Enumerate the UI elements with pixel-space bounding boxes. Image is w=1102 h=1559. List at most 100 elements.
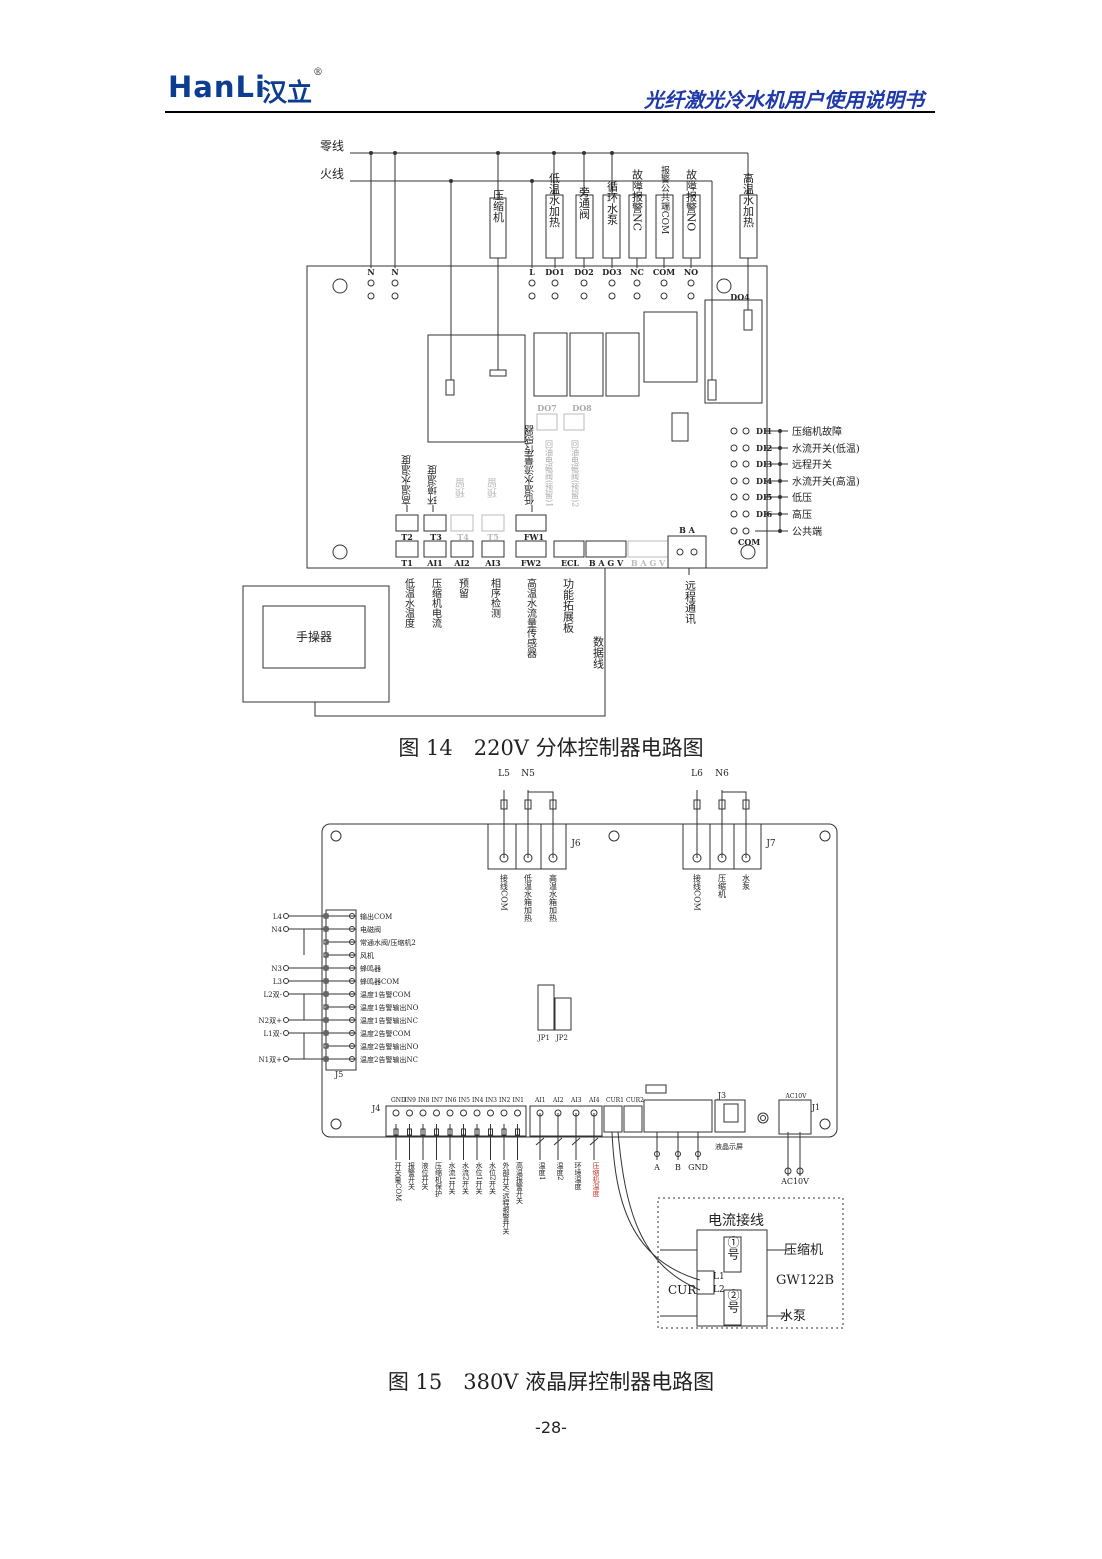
di6-terminal: DI6 [756, 509, 773, 519]
ai-pin [590, 1109, 598, 1117]
j5-supply-terminal [283, 1030, 289, 1036]
current-box-number-2: ②号 [726, 1289, 740, 1313]
j4-pin-marker [434, 1128, 439, 1136]
port-do7-note: 回油电磁阀(预留)1 [545, 440, 554, 507]
j4-pin-label: IN8 [418, 1097, 430, 1104]
j5-terminal [349, 939, 355, 945]
j7-label-com: 接线COM [693, 873, 702, 911]
di2-terminal: DI2 [756, 443, 772, 453]
remote-comm-label: 远程通讯 [684, 580, 697, 625]
ai-signal-label: 温度1 [538, 1161, 546, 1180]
l2-label: L2 [713, 1285, 725, 1295]
j5-supply-terminal [283, 991, 289, 997]
j5-terminal [349, 1030, 355, 1036]
comm-gnd: GND [688, 1163, 708, 1172]
j6-supply-n5: N5 [521, 769, 535, 779]
port-t1: T1 [401, 558, 413, 568]
registered-mark: ® [313, 67, 323, 78]
port-ecl: ECL [561, 558, 579, 568]
ac-label: AC10V [780, 1177, 809, 1186]
sensor-t1-label: 低温水温度 [403, 577, 415, 629]
j5-supply-label: L3 [273, 978, 282, 986]
sensor-fw2-label: 高温水流量传感器 [525, 577, 537, 659]
port-do7: DO7 [537, 403, 556, 413]
ai-signal-label: 环境温度 [574, 1162, 582, 1191]
j4-signal-label: 水流1开关 [448, 1161, 456, 1195]
j5-supply-label: N2双+ [259, 1017, 283, 1025]
di4-label: 水流开关(高温) [792, 475, 860, 488]
brand-logo: HanLi [168, 70, 266, 104]
j6-label-com: 接线COM [500, 873, 509, 911]
j4-pin [392, 1109, 400, 1117]
j4-signal-label: 水位1开关 [475, 1161, 483, 1195]
terminal-n2: N [391, 267, 398, 277]
j5-terminal [349, 913, 355, 919]
sensor-t4-label: 预留 [456, 477, 468, 498]
terminal-do2: DO2 [574, 267, 593, 277]
j5-output-label: 输出COM [360, 912, 392, 921]
di1-label: 压缩机故障 [792, 425, 842, 438]
j4-pin-marker [407, 1128, 412, 1136]
j4-pin-marker [461, 1128, 466, 1136]
j5-pin [323, 952, 329, 958]
j5-output-label: 蜂鸣器COM [360, 977, 399, 986]
j4-signal-label: 液位开关 [421, 1161, 429, 1191]
j5-output-label: 温度2告警COM [360, 1029, 411, 1038]
j4-pin-marker [474, 1128, 480, 1136]
j4-pin-label: GND [391, 1097, 406, 1104]
j4-signal-label: 报警开关 [408, 1161, 416, 1191]
cur2-label: CUR2 [626, 1097, 644, 1104]
j5-terminal [349, 1043, 355, 1049]
port-t3: T3 [430, 532, 442, 542]
ai-pin-label: AI1 [534, 1097, 546, 1104]
j4-pin-label: IN9 [405, 1097, 417, 1104]
port-t5: T5 [487, 532, 499, 542]
device-low-temp-heater: 低温水加热 [548, 172, 561, 228]
j5-terminal [349, 926, 355, 932]
j4-signal-label: 水位2开关 [489, 1161, 497, 1195]
j4-pin-label: IN2 [499, 1097, 511, 1104]
ai-pin-label: AI4 [588, 1097, 600, 1104]
device-circulation-pump: 循环水泵 [606, 181, 619, 225]
neutral-line-label: 零线 [320, 139, 344, 153]
j5-terminal [349, 1056, 355, 1062]
terminal-no: NO [684, 267, 698, 277]
comm-a: A [653, 1163, 660, 1172]
figure-15-caption: 图 15 380V 液晶屏控制器电路图 [387, 1370, 715, 1394]
terminal-do1: DO1 [545, 267, 564, 277]
sensor-t2-label: 高温水温度 [402, 454, 414, 506]
figure-14-caption: 图 14 220V 分体控制器电路图 [398, 736, 704, 760]
j3-label: 液晶示屏 [715, 1142, 743, 1151]
j4-pin-label: IN1 [513, 1097, 524, 1104]
j4-signal-label: 外部开关/远程报警开关 [502, 1161, 510, 1235]
comm-b: B [675, 1163, 681, 1172]
j4-signal-label: 水流2开关 [462, 1161, 470, 1195]
model-label: GW122B [776, 1273, 834, 1288]
j4-pin [433, 1109, 440, 1117]
port-t2: T2 [401, 532, 413, 542]
ai-pin [536, 1109, 544, 1117]
j4-pin [473, 1109, 481, 1117]
j5-name: J5 [334, 1070, 343, 1079]
j4-signal-label: 高温报警开关 [516, 1161, 524, 1205]
j4-pin-marker [447, 1128, 453, 1136]
device-fault-no: 故障报警NO [685, 167, 698, 231]
j6-label-low-heater: 低温水箱加热 [524, 873, 533, 923]
j5-output-label: 风机 [360, 951, 374, 960]
thermistor-symbol [571, 1137, 581, 1146]
j4-pin [406, 1109, 413, 1117]
ac-label-top: AC10V [785, 1093, 808, 1100]
l1-label: L1 [713, 1272, 725, 1282]
j4-signal-label: 压缩机保护 [435, 1162, 443, 1198]
port-bagv: B A G V [589, 558, 624, 568]
thermistor-symbol [535, 1137, 545, 1146]
di-com-label: 公共端 [792, 525, 822, 538]
j4-pin [514, 1109, 521, 1117]
j4-pin-label: IN5 [459, 1097, 471, 1104]
sensor-ai3-label: 相序检测 [489, 577, 501, 619]
j5-supply-label: N4 [271, 926, 282, 934]
j3-name: J3 [717, 1091, 726, 1100]
j5-output-label: 温度2告警输出NO [360, 1042, 419, 1051]
di5-terminal: DI5 [756, 492, 772, 502]
j4-pin-marker [488, 1128, 493, 1136]
